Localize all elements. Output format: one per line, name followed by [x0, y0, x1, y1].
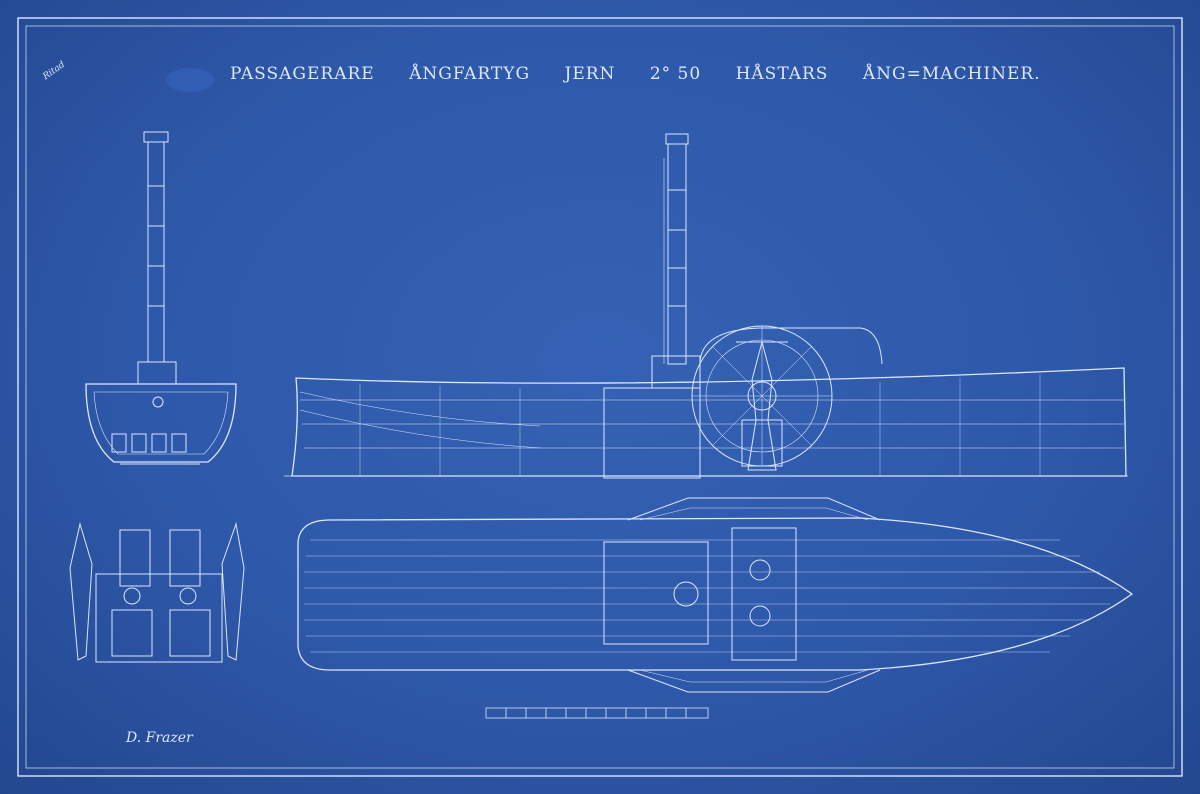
title-word: 2° 50	[649, 64, 702, 84]
front-hull	[85, 383, 237, 463]
paddle-starboard	[221, 522, 245, 661]
hull-side	[291, 367, 1127, 477]
paddle-box	[699, 327, 883, 365]
paddle-port	[69, 522, 93, 661]
sponson-starboard	[627, 669, 881, 693]
drawing-title: PASSAGERARE ÅNGFARTYG JERN 2° 50 HÅSTARS…	[230, 64, 1069, 84]
hull-plan	[297, 517, 1134, 671]
inner-border	[25, 25, 1175, 769]
title-word: PASSAGERARE	[230, 64, 375, 84]
funnel-cap	[665, 133, 689, 145]
funnel	[667, 143, 687, 365]
deckhouse-plan	[603, 541, 709, 645]
plan-view	[297, 497, 1134, 693]
title-word: ÅNGFARTYG	[409, 64, 531, 84]
section-frame	[95, 573, 223, 663]
engine-room-plan	[731, 527, 797, 661]
outer-border	[17, 17, 1183, 777]
deckhouse	[603, 387, 701, 479]
title-word: HÅSTARS	[735, 64, 829, 84]
front-funnel	[147, 141, 165, 363]
title-word: JERN	[564, 64, 616, 84]
plan-section	[69, 522, 245, 663]
sponson-port	[627, 497, 881, 521]
front-section	[85, 131, 237, 465]
title-word: ÅNG=MACHINER.	[862, 64, 1041, 84]
scale-bar	[485, 707, 709, 719]
steam-engine	[747, 340, 777, 471]
stain	[166, 68, 214, 92]
designer-signature: D. Frazer	[126, 730, 193, 746]
side-elevation	[284, 133, 1128, 479]
